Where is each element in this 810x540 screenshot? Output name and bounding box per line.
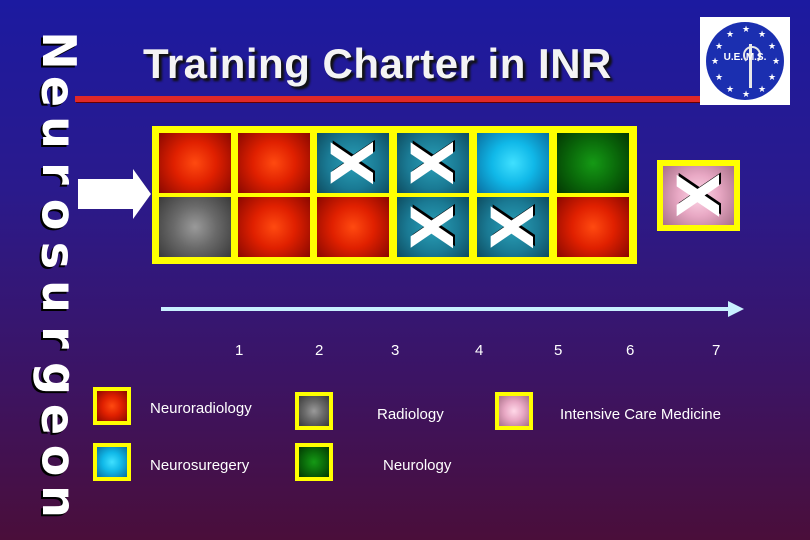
star-icon: ★ — [758, 84, 767, 94]
star-icon: ★ — [742, 24, 751, 34]
grid-cell-bottom-5: X — [477, 197, 549, 257]
star-icon: ★ — [711, 56, 720, 66]
legend-swatch-neurology — [295, 443, 333, 481]
legend-label-neuroradiology: Neuroradiology — [150, 400, 252, 417]
vertical-letter: u — [31, 280, 86, 313]
entry-arrow-head — [133, 169, 151, 219]
star-icon: ★ — [772, 56, 781, 66]
x-mark — [244, 191, 304, 263]
swatch-fill — [299, 447, 329, 477]
entry-arrow-shaft — [78, 179, 133, 209]
timeline-tick-5: 5 — [554, 342, 563, 359]
vertical-letter: r — [31, 326, 86, 349]
vertical-letter: u — [31, 116, 86, 149]
x-mark — [563, 127, 623, 199]
timeline-tick-6: 6 — [626, 342, 635, 359]
swatch-fill — [499, 396, 529, 426]
grid-cell-bottom-4: X — [397, 197, 469, 257]
x-mark — [483, 127, 543, 199]
vertical-letter: o — [31, 444, 86, 477]
swatch-fill — [97, 391, 127, 421]
grid-cell-bottom-2 — [238, 197, 310, 257]
star-icon: ★ — [742, 89, 751, 99]
vertical-letter: e — [31, 403, 86, 436]
timeline-arrow-head — [728, 301, 744, 317]
timeline-tick-7: 7 — [712, 342, 721, 359]
legend-label-radiology: Radiology — [377, 406, 444, 423]
legend-label-neurology: Neurology — [383, 457, 452, 474]
swatch-fill — [299, 396, 329, 426]
vertical-letter: o — [31, 198, 86, 231]
timeline-tick-1: 1 — [235, 342, 244, 359]
x-mark: X — [399, 140, 467, 186]
x-mark: X — [479, 204, 547, 250]
logo-text: U.E. M.S. — [723, 52, 767, 63]
training-grid: X X X X — [152, 126, 637, 264]
timeline-tick-3: 3 — [391, 342, 400, 359]
timeline-axis — [161, 307, 729, 311]
star-icon: ★ — [768, 41, 777, 51]
vertical-letter: g — [31, 362, 86, 395]
x-mark — [563, 191, 623, 263]
grid-cell-top-6 — [557, 133, 629, 193]
timeline-tick-2: 2 — [315, 342, 324, 359]
grid-cell-bottom-6 — [557, 197, 629, 257]
page-title: Training Charter in INR — [143, 40, 612, 87]
timeline-tick-4: 4 — [475, 342, 484, 359]
title-underline — [75, 96, 705, 102]
grid-cell-top-3: X — [317, 133, 389, 193]
star-icon: ★ — [726, 84, 735, 94]
swatch-fill — [97, 447, 127, 477]
star-icon: ★ — [726, 29, 735, 39]
grid-cell-top-4: X — [397, 133, 469, 193]
star-icon: ★ — [715, 41, 724, 51]
star-icon: ★ — [768, 72, 777, 82]
vertical-letter: s — [31, 241, 86, 270]
legend-label-neurosurgery: Neurosuregery — [150, 457, 250, 474]
legend-swatch-radiology — [295, 392, 333, 430]
logo-circle — [706, 22, 784, 100]
vertical-letter: r — [31, 162, 86, 185]
grid-cell-top-1 — [159, 133, 231, 193]
legend-swatch-neurosurgery — [93, 443, 131, 481]
x-mark: X — [664, 173, 733, 218]
x-mark: X — [319, 140, 387, 186]
vertical-letter: n — [31, 485, 86, 518]
x-mark — [323, 191, 383, 263]
snake-icon — [743, 46, 761, 64]
vertical-title-neurosurgeon: N e u r o s u r g e o n — [31, 30, 86, 522]
staff-icon — [749, 44, 752, 88]
x-mark: X — [399, 204, 467, 250]
grid-cell-extra: X — [663, 166, 734, 225]
grid-cell-bottom-3 — [317, 197, 389, 257]
grid-cell-top-2 — [238, 133, 310, 193]
x-mark — [244, 127, 304, 199]
x-mark — [165, 127, 225, 199]
star-icon: ★ — [715, 72, 724, 82]
legend-label-intensive-care: Intensive Care Medicine — [560, 406, 721, 423]
x-mark — [165, 191, 225, 263]
legend-swatch-neuroradiology — [93, 387, 131, 425]
grid-cell-top-5 — [477, 133, 549, 193]
intensive-care-block: X — [657, 160, 740, 231]
legend-swatch-intensive-care — [495, 392, 533, 430]
vertical-letter: N — [31, 31, 86, 70]
star-icon: ★ — [758, 29, 767, 39]
grid-cell-bottom-1 — [159, 197, 231, 257]
uems-logo: U.E. M.S. ★ ★ ★ ★ ★ ★ ★ ★ ★ ★ ★ ★ — [700, 17, 790, 105]
vertical-letter: e — [31, 75, 86, 108]
